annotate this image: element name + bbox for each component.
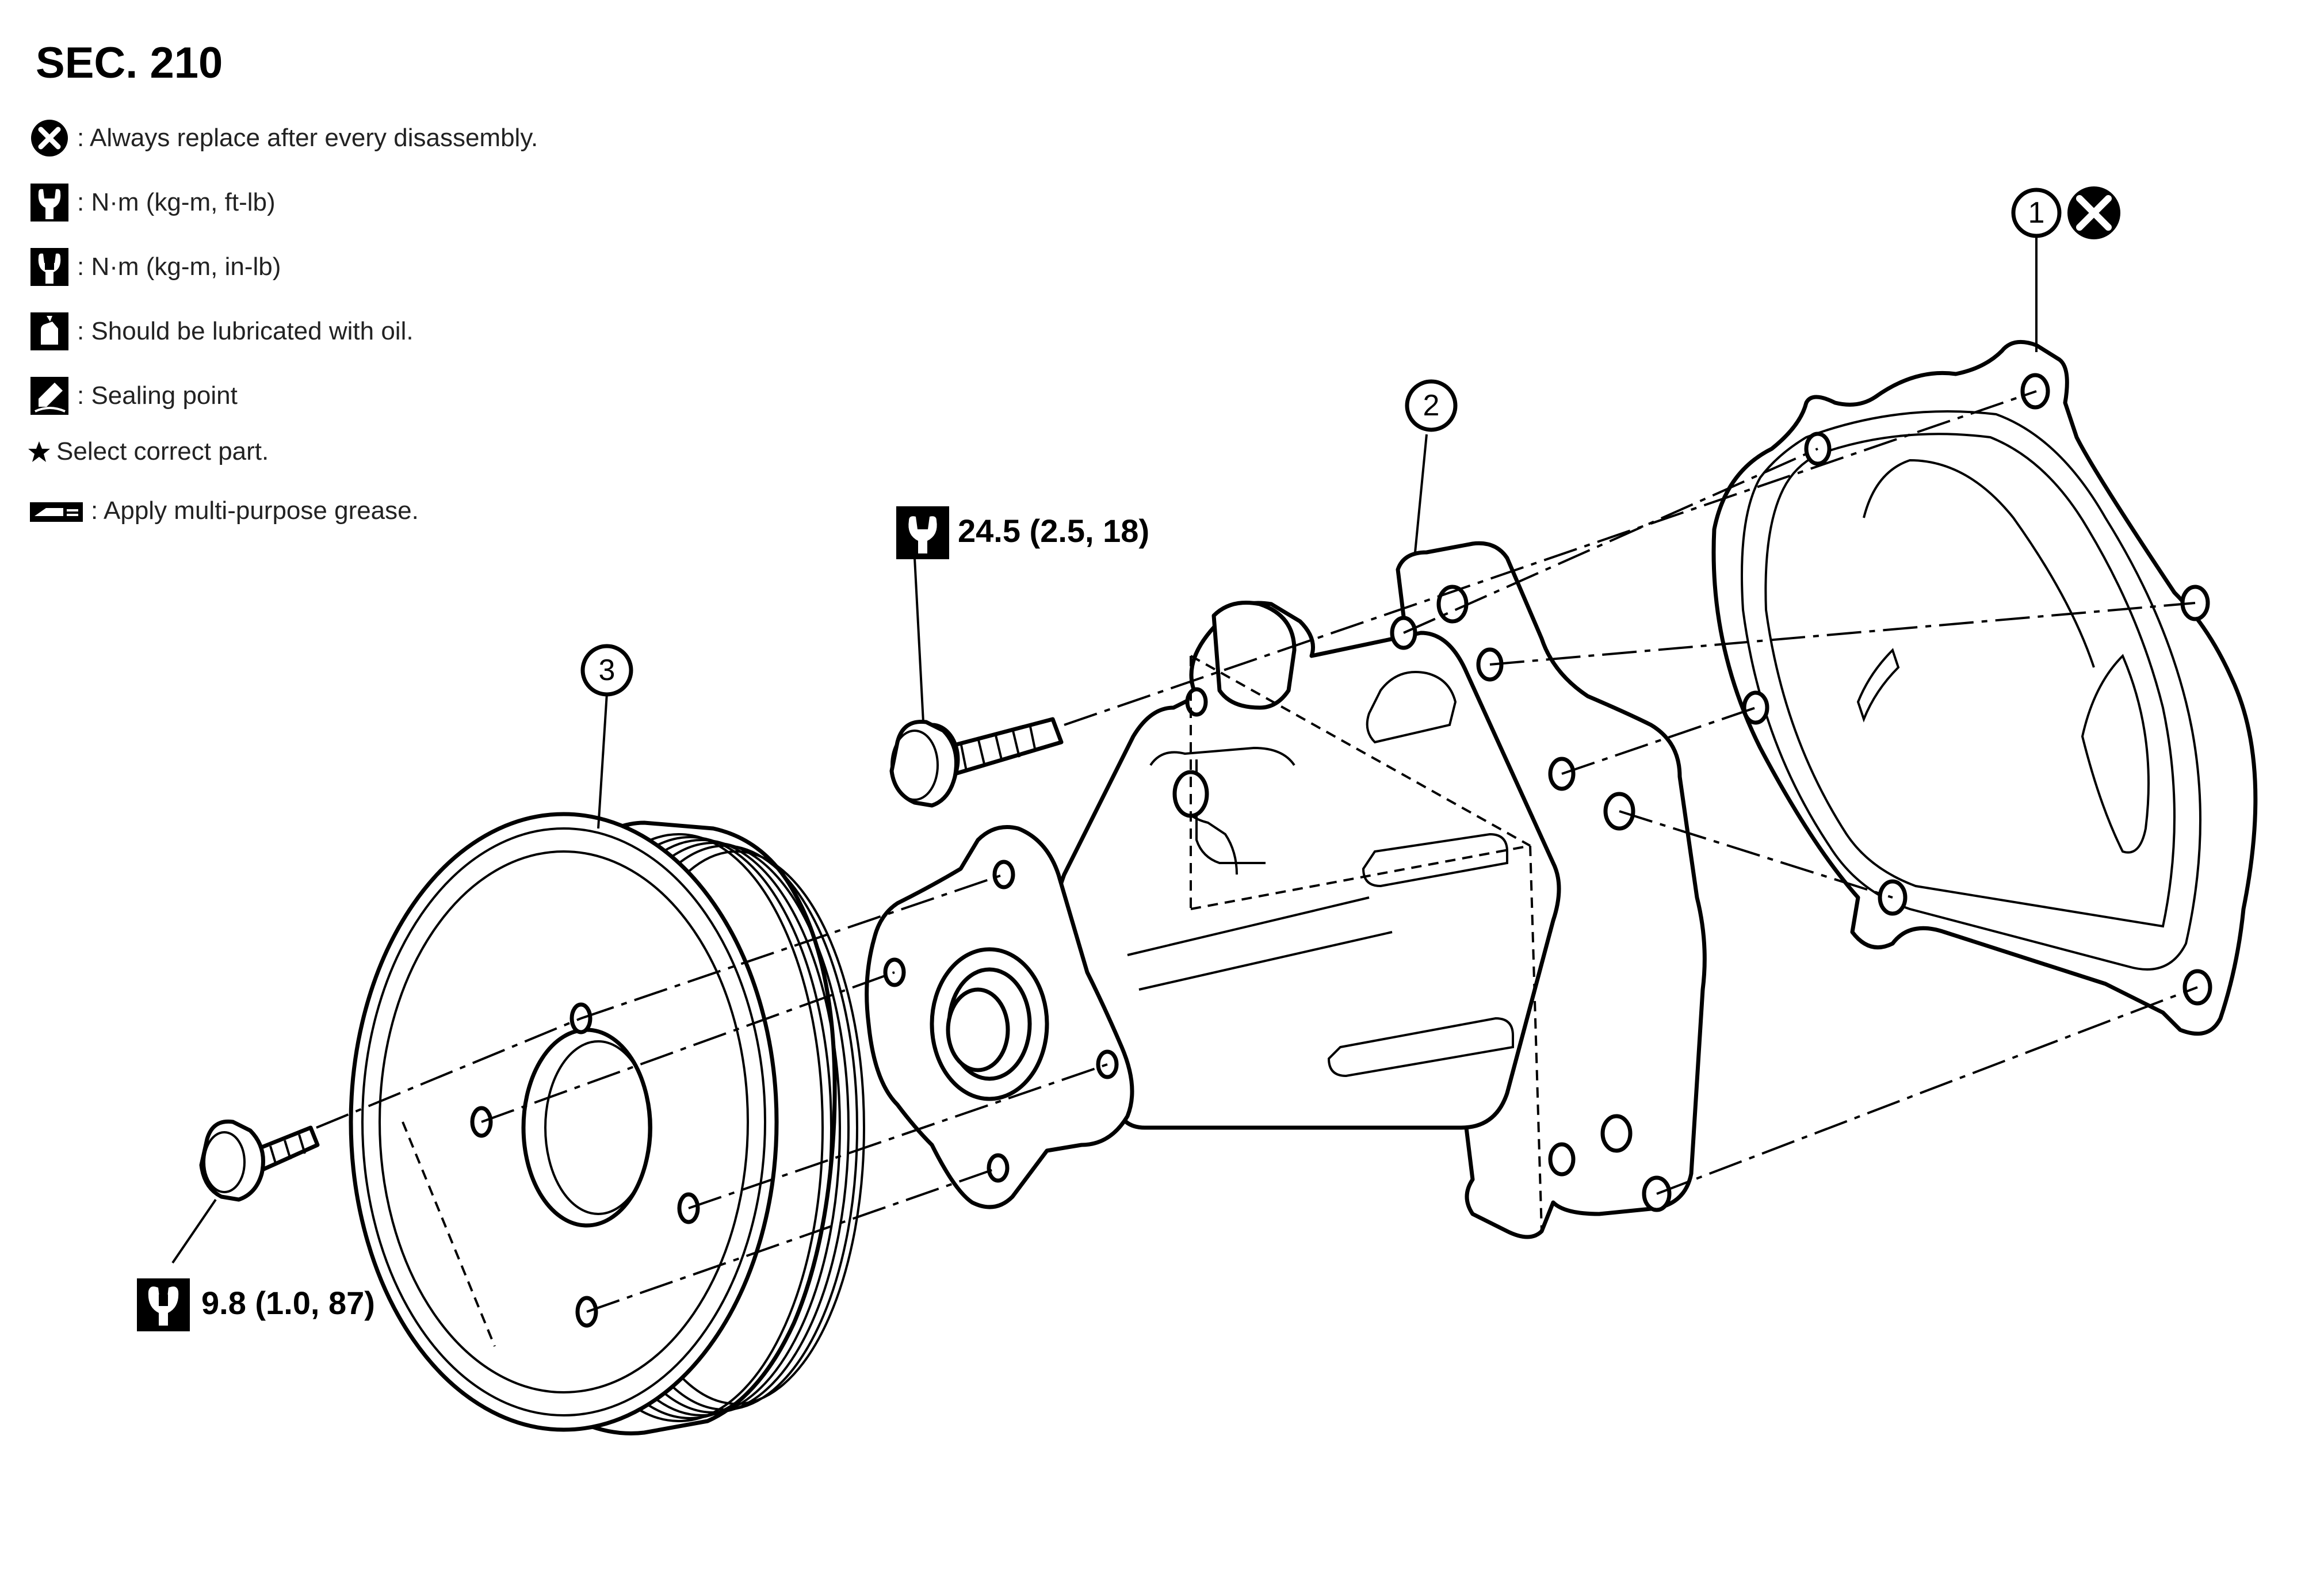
upper-bolt: [889, 717, 1064, 808]
callout-circle-3: [580, 644, 633, 697]
legend-text: : Should be lubricated with oil.: [77, 317, 414, 345]
legend-item-torque-ft-lb: : N·m (kg-m, ft-lb): [28, 180, 276, 226]
legend-item-sealing: : Sealing point: [28, 373, 238, 419]
torque-wrench-solid-icon: [137, 1278, 190, 1331]
section-title: SEC. 210: [36, 39, 223, 87]
legend-text: : Sealing point: [77, 381, 238, 410]
legend-item-oil: : Should be lubricated with oil.: [28, 308, 414, 354]
legend-text: : Apply multi-purpose grease.: [91, 497, 419, 525]
callout-circle-2: [1405, 379, 1458, 432]
alignment-lines: [316, 390, 2198, 1347]
legend-text: Select correct part.: [56, 437, 269, 465]
replace-part-icon: [2067, 186, 2120, 239]
legend-text: : N·m (kg-m, in-lb): [77, 253, 281, 281]
callout-number-2: 2: [1423, 389, 1440, 422]
torque-wrench-outline-icon: [896, 506, 949, 559]
legend-text: : N·m (kg-m, ft-lb): [77, 188, 276, 216]
leader-line-pulley-torque: [171, 1198, 217, 1264]
pulley-mounting-flange: [865, 825, 1134, 1209]
water-pump-pulley: [349, 812, 865, 1435]
legend-item-replace: : Always replace after every disassembly…: [28, 115, 538, 161]
legend-item-grease: : Apply multi-purpose grease.: [28, 488, 419, 534]
torque-label-upper-bolt: 24.5 (2.5, 18): [958, 513, 1150, 549]
torque-wrench-solid-icon: [28, 245, 71, 289]
replace-circle-x-icon: [28, 116, 71, 160]
leader-line-2: [1414, 434, 1428, 553]
gasket: [1711, 339, 2258, 1036]
pulley-bolt: [199, 1119, 320, 1202]
water-pump-body: [1049, 541, 1707, 1239]
leader-line-3: [597, 693, 608, 829]
callout-number-3: 3: [598, 654, 616, 687]
torque-wrench-outline-icon: [28, 181, 71, 224]
legend-item-torque-in-lb: : N·m (kg-m, in-lb): [28, 244, 281, 290]
legend-text: : Always replace after every disassembly…: [77, 124, 538, 152]
leader-line-upper-torque: [913, 558, 924, 723]
callout-number-1: 1: [2028, 196, 2045, 230]
torque-label-pulley-bolt: 9.8 (1.0, 87): [201, 1285, 375, 1321]
oil-can-icon: [28, 310, 71, 353]
legend-item-select-part: Select correct part.: [28, 429, 269, 475]
grease-icon: [28, 489, 85, 533]
star-icon: [28, 430, 51, 474]
sealing-point-icon: [28, 374, 71, 418]
callout-circle-1: [2011, 188, 2062, 238]
